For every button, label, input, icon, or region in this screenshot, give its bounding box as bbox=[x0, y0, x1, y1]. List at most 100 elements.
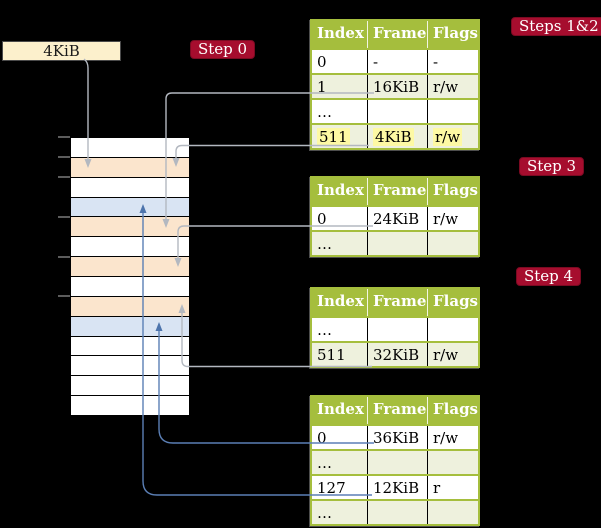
table-row: … bbox=[312, 230, 478, 255]
memory-frame-white bbox=[71, 236, 189, 257]
cell-value: 16KiB bbox=[373, 78, 420, 96]
header-cell: Flags bbox=[427, 178, 478, 205]
table-cell: 0 bbox=[312, 426, 367, 449]
cell-value: … bbox=[317, 454, 332, 472]
memory-frame-white bbox=[71, 355, 189, 376]
table-row: … bbox=[312, 316, 478, 341]
table-cell bbox=[367, 451, 427, 474]
table-cell: - bbox=[367, 50, 427, 73]
cell-value: 1 bbox=[317, 78, 327, 96]
cell-value: - bbox=[373, 53, 379, 71]
header-cell: Frame bbox=[367, 289, 427, 316]
table-cell bbox=[427, 451, 478, 474]
table-cell: … bbox=[312, 232, 367, 255]
badge-steps-1-2: Steps 1&2 bbox=[511, 17, 601, 36]
frame-size-box: 4KiB bbox=[2, 41, 121, 61]
table-cell bbox=[367, 501, 427, 524]
table-row: 1 16KiB r/w bbox=[312, 73, 478, 98]
cell-value: 511 bbox=[317, 346, 346, 364]
header-cell: Flags bbox=[427, 397, 478, 424]
header-cell: Frame bbox=[367, 21, 427, 48]
cell-value: r/w bbox=[433, 346, 459, 364]
table-row: … bbox=[312, 449, 478, 474]
table-row: 0 36KiB r/w bbox=[312, 424, 478, 449]
table-cell bbox=[427, 100, 478, 123]
table-cell: r/w bbox=[427, 125, 478, 148]
table-cell: r bbox=[427, 476, 478, 499]
memory-frame-peach bbox=[71, 156, 189, 177]
cell-value: r bbox=[433, 479, 441, 497]
table-cell: 24KiB bbox=[367, 207, 427, 230]
header-cell: Index bbox=[317, 24, 364, 42]
table-row: … bbox=[312, 499, 478, 524]
cell-value: 0 bbox=[317, 210, 327, 228]
cell-value: … bbox=[317, 103, 332, 121]
table-cell: r/w bbox=[427, 207, 478, 230]
memory-frame-white bbox=[71, 375, 189, 396]
table-cell: … bbox=[312, 451, 367, 474]
highlighted-value: 511 bbox=[317, 128, 350, 146]
table-cell: 32KiB bbox=[367, 343, 427, 366]
table-cell: r/w bbox=[427, 343, 478, 366]
table-cell bbox=[427, 232, 478, 255]
cell-value: 0 bbox=[317, 53, 327, 71]
cell-value: 24KiB bbox=[373, 210, 420, 228]
header-cell: Flags bbox=[427, 289, 478, 316]
memory-frame-white bbox=[71, 395, 189, 416]
frame-size-label: 4KiB bbox=[43, 42, 80, 60]
header-cell: Frame bbox=[367, 178, 427, 205]
table-row: 0 24KiB r/w bbox=[312, 205, 478, 230]
memory-frame-white bbox=[71, 335, 189, 356]
table-cell bbox=[427, 318, 478, 341]
memory-frame-peach bbox=[71, 295, 189, 316]
memory-frame-blue bbox=[71, 196, 189, 217]
cell-value: r/w bbox=[433, 210, 459, 228]
cell-value: - bbox=[433, 53, 439, 71]
header-cell: Index bbox=[317, 400, 364, 418]
memory-ticks bbox=[58, 136, 70, 297]
cell-value: r/w bbox=[433, 429, 459, 447]
header-cell: Index bbox=[317, 181, 364, 199]
memory-frame-blue bbox=[71, 315, 189, 336]
highlighted-value: r/w bbox=[433, 128, 463, 146]
table-cell: 4KiB bbox=[367, 125, 427, 148]
table-cell: 127 bbox=[312, 476, 367, 499]
highlighted-value: 4KiB bbox=[373, 128, 414, 146]
table-cell: - bbox=[427, 50, 478, 73]
badge-step-3: Step 3 bbox=[519, 157, 585, 176]
cell-value: … bbox=[317, 321, 332, 339]
table-cell: … bbox=[312, 501, 367, 524]
header-cell: Flags bbox=[427, 21, 478, 48]
memory-frame-peach bbox=[71, 216, 189, 237]
table-row: … bbox=[312, 98, 478, 123]
table-cell: 1 bbox=[312, 75, 367, 98]
table-cell: 511 bbox=[312, 125, 367, 148]
badge-step-0: Step 0 bbox=[190, 40, 256, 59]
cell-value: 32KiB bbox=[373, 346, 420, 364]
table-cell: … bbox=[312, 100, 367, 123]
table-cell: r/w bbox=[427, 426, 478, 449]
memory-strip bbox=[70, 137, 190, 416]
cell-value: 0 bbox=[317, 429, 327, 447]
table-cell bbox=[367, 232, 427, 255]
cell-value: 36KiB bbox=[373, 429, 420, 447]
table-row: 511 32KiB r/w bbox=[312, 341, 478, 366]
cell-value: r/w bbox=[433, 78, 459, 96]
table-cell: 511 bbox=[312, 343, 367, 366]
memory-frame-white bbox=[71, 276, 189, 296]
table-cell: 0 bbox=[312, 50, 367, 73]
table-row: 511 4KiB r/w bbox=[312, 123, 478, 148]
table-cell: 0 bbox=[312, 207, 367, 230]
memory-frame-white bbox=[71, 176, 189, 197]
memory-frame-white bbox=[71, 138, 189, 157]
table-cell: 16KiB bbox=[367, 75, 427, 98]
memory-frame-peach bbox=[71, 256, 189, 277]
